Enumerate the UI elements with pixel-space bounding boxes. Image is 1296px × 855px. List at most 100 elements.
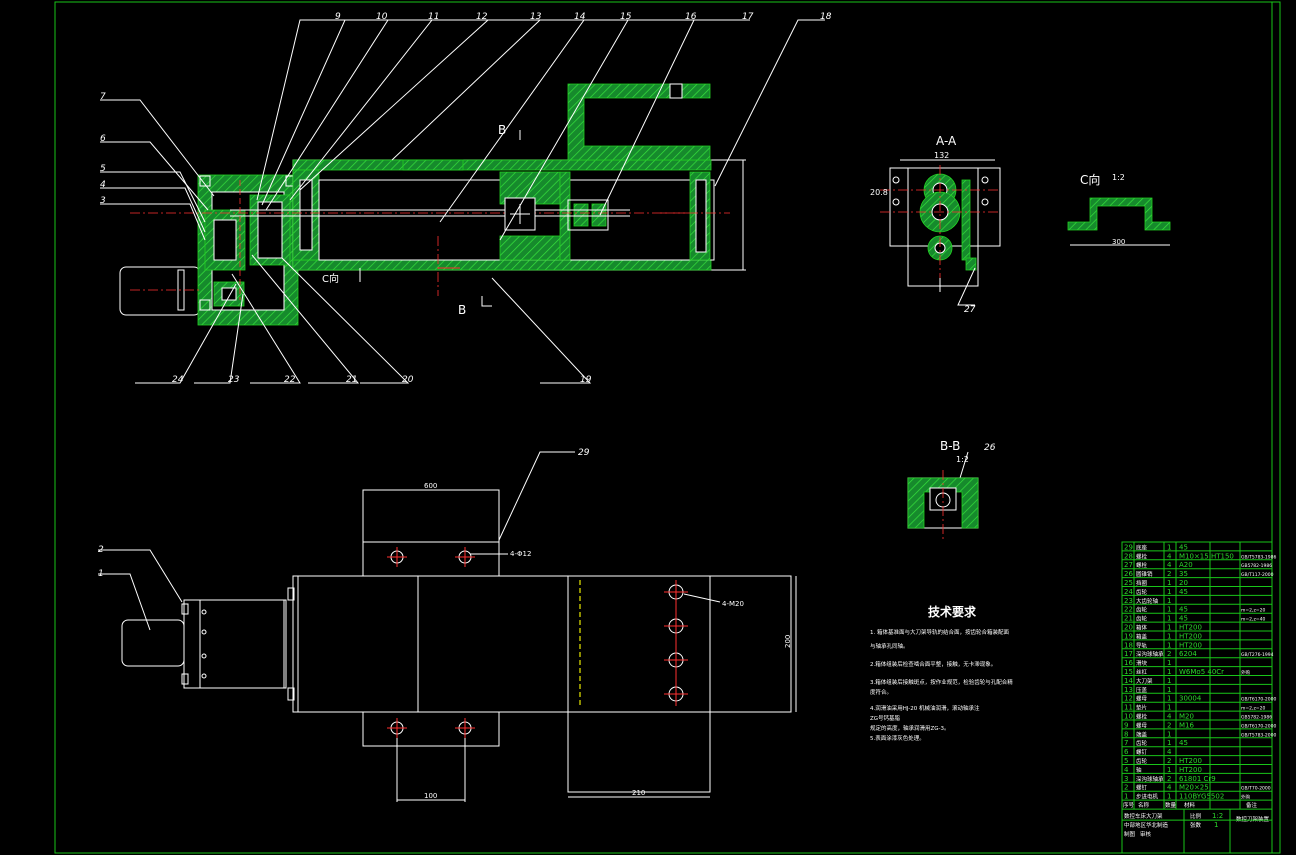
parts-list-name: 齿轮 — [1136, 615, 1148, 623]
part-label-19: 19 — [580, 375, 592, 385]
section-bb-view: B-B 1:2 26 — [907, 439, 996, 540]
parts-list-no: 8 — [1124, 730, 1128, 738]
parts-list-std: 外购 — [1241, 794, 1250, 801]
part-label-16: 16 — [685, 12, 697, 22]
parts-list-no: 7 — [1124, 739, 1128, 747]
parts-list-mat: M20 — [1179, 713, 1194, 721]
parts-list-qty: 1 — [1167, 641, 1171, 649]
plan-dim-right: 200 — [784, 635, 792, 648]
parts-list-name: 导轨 — [1136, 641, 1148, 649]
parts-list-qty: 2 — [1167, 757, 1171, 765]
parts-list-mat: HT200 — [1179, 641, 1202, 649]
parts-list-std: 外购 — [1241, 669, 1250, 676]
part-label-12: 12 — [476, 12, 488, 22]
parts-list-qty: 2 — [1167, 650, 1171, 658]
parts-list-name: 压盖 — [1136, 686, 1148, 694]
parts-list-no: 20 — [1124, 624, 1133, 632]
part-label-4: 4 — [100, 180, 106, 190]
parts-list-name: 螺母 — [1136, 721, 1148, 729]
part-label-18: 18 — [820, 12, 832, 22]
parts-list-name: 齿轮 — [1136, 739, 1148, 747]
parts-list-mat: 45 — [1179, 606, 1188, 614]
parts-list-name: 大齿轮轴 — [1136, 597, 1159, 605]
parts-list-qty: 1 — [1167, 704, 1171, 712]
part-label-13: 13 — [530, 12, 542, 22]
parts-list-header-name: 名称 — [1138, 801, 1150, 809]
parts-list-qty: 4 — [1167, 713, 1172, 721]
plan-hole-note-right: 4-M20 — [722, 600, 744, 608]
parts-list-name: 螺栓 — [1136, 713, 1148, 721]
parts-list-name: 螺栓 — [1136, 552, 1148, 560]
parts-list-no: 28 — [1124, 552, 1133, 560]
part-label-24: 24 — [172, 375, 184, 385]
parts-list-name: 垫片 — [1136, 704, 1147, 712]
parts-list-std: m=2,z=40 — [1241, 617, 1265, 623]
part-label-22: 22 — [284, 375, 296, 385]
parts-list-mat: HT200 — [1179, 624, 1202, 632]
parts-list-no: 1 — [1124, 793, 1128, 801]
parts-list-name: 端盖 — [1136, 730, 1148, 738]
plan-dim-bottom-right: 210 — [632, 789, 645, 797]
plan-dim-top: 600 — [424, 482, 437, 490]
section-mark-b-bottom: B — [458, 303, 466, 317]
parts-list-no: 9 — [1124, 721, 1128, 729]
parts-list-std: m=2,z=20 — [1241, 706, 1265, 712]
parts-list-name: 齿轮 — [1136, 606, 1148, 614]
parts-list-name: 大刀架 — [1136, 677, 1153, 685]
plan-view: 600 100 210 200 4-Φ12 4-M20 29 2 1 — [98, 448, 797, 802]
tech-req-line-8: 规定的高度，轴承润滑用ZG-3。 — [870, 724, 950, 732]
parts-list-mat: 35 — [1179, 570, 1188, 578]
main-section-view — [119, 83, 746, 326]
plan-dim-bottom-left: 100 — [424, 792, 437, 800]
part-label-29: 29 — [578, 448, 590, 458]
parts-list-name: 螺钉 — [1136, 748, 1148, 756]
parts-list-header-qty: 数量 — [1165, 801, 1177, 809]
title-block-scale: 1:2 — [1212, 812, 1223, 820]
parts-list-name: 螺钉 — [1136, 784, 1148, 792]
parts-list-no: 10 — [1124, 713, 1133, 721]
parts-list-no: 3 — [1124, 775, 1128, 783]
parts-list-std: GB5782-1986 — [1241, 563, 1272, 569]
parts-list-qty: 1 — [1167, 730, 1171, 738]
tech-req-line-4: 3.箱体组装后接触斑点，按作业规范，检验齿轮与孔配合精 — [870, 678, 1013, 686]
view-c-title: C向 — [1080, 172, 1100, 187]
parts-list-name: 圆锥销 — [1136, 570, 1153, 578]
parts-list-qty: 1 — [1167, 695, 1171, 703]
section-aa-title: A-A — [936, 134, 957, 148]
part-label-14: 14 — [574, 12, 586, 22]
parts-list-qty: 1 — [1167, 766, 1171, 774]
title-block-sheet: 1 — [1214, 821, 1218, 829]
parts-list-header-no: 序号 — [1123, 801, 1135, 809]
parts-list-no: 15 — [1124, 668, 1133, 676]
parts-list-mat: M20×25 — [1179, 784, 1209, 792]
parts-list-qty: 1 — [1167, 624, 1171, 632]
title-block-checked-label: 审核 — [1140, 830, 1152, 838]
parts-list-qty: 1 — [1167, 615, 1171, 623]
parts-list-no: 22 — [1124, 606, 1133, 614]
parts-list-std: GB/T6170-2000 — [1241, 723, 1277, 729]
part-label-6: 6 — [100, 134, 106, 144]
parts-list-qty: 2 — [1167, 775, 1171, 783]
parts-list-qty: 1 — [1167, 793, 1171, 801]
parts-list-no: 12 — [1124, 695, 1133, 703]
tech-req-line-5: 度符合。 — [870, 688, 892, 696]
tech-req-title: 技术要求 — [928, 604, 977, 619]
parts-list-no: 25 — [1124, 579, 1133, 587]
section-aa-part-label: 27 — [964, 305, 976, 315]
parts-list-std: GB/T6170-2000 — [1241, 697, 1277, 703]
tech-req-line-1: 1. 箱体基准面与大刀架导轨的结合面，按齿轮合箱装配面 — [870, 628, 1009, 636]
title-block-drawing-no: 数控刀架装置 — [1236, 815, 1270, 823]
parts-list-mat: 45 — [1179, 615, 1188, 623]
parts-list-name: 步进电机 — [1136, 793, 1159, 801]
part-label-7: 7 — [100, 92, 106, 102]
drawing-frame — [54, 1, 1281, 854]
technical-requirements: 技术要求 1. 箱体基准面与大刀架导轨的结合面，按齿轮合箱装配面 与轴承孔同轴。… — [870, 604, 1013, 742]
part-label-5: 5 — [100, 164, 106, 174]
parts-list-qty: 1 — [1167, 677, 1171, 685]
parts-list-qty: 1 — [1167, 686, 1171, 694]
parts-list-std: GB/T70-2000 — [1241, 786, 1271, 792]
view-c-dim: 300 — [1112, 238, 1125, 246]
parts-list-header-mat: 材料 — [1184, 801, 1196, 809]
parts-list-qty: 1 — [1167, 739, 1171, 747]
